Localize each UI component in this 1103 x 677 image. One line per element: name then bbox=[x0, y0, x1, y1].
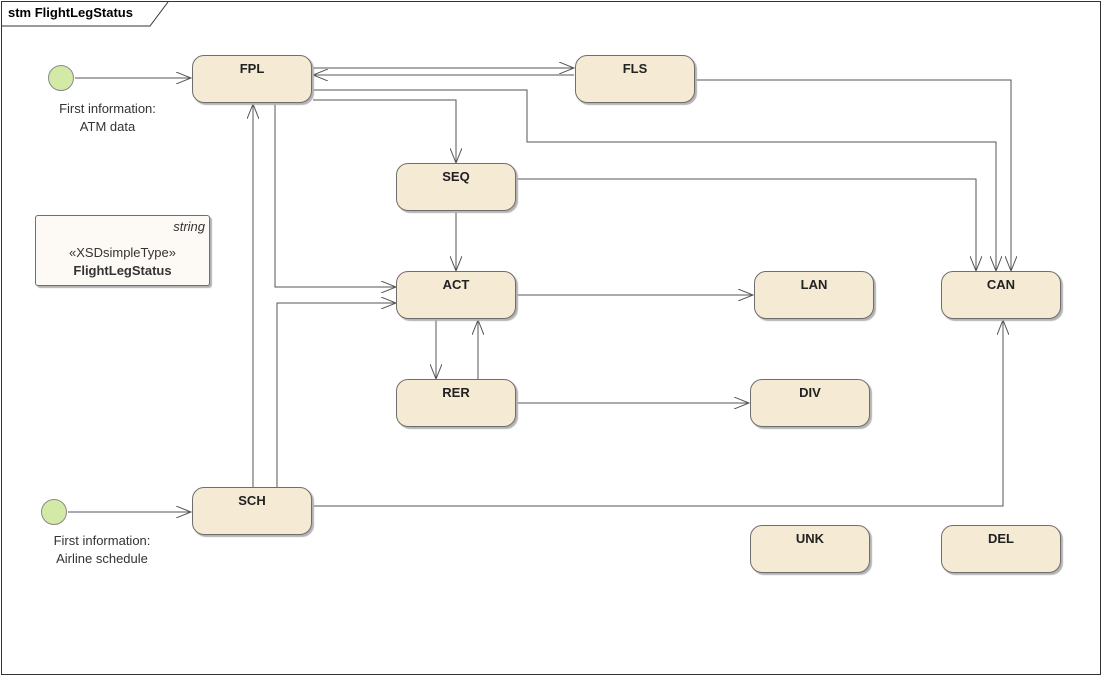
initial-caption-schedule-line2: Airline schedule bbox=[56, 551, 148, 566]
datatype-tag: string bbox=[173, 219, 205, 234]
transition-sch-can bbox=[312, 320, 1003, 507]
state-seq-label: SEQ bbox=[442, 169, 470, 184]
state-fpl-label: FPL bbox=[239, 61, 265, 76]
state-div-label: DIV bbox=[799, 385, 821, 400]
state-can-label: CAN bbox=[986, 277, 1016, 292]
state-unk-label: UNK bbox=[795, 531, 825, 546]
transition-fpl-seq bbox=[313, 99, 456, 163]
initial-caption-atm-line1: First information: bbox=[59, 101, 156, 116]
initial-caption-atm: First information: ATM data bbox=[45, 100, 170, 136]
state-sch-label: SCH bbox=[238, 493, 266, 508]
initial-caption-schedule: First information: Airline schedule bbox=[37, 532, 167, 568]
frame-title: stm FlightLegStatus bbox=[8, 5, 133, 20]
initial-node-schedule[interactable] bbox=[41, 499, 67, 525]
transition-fls-can bbox=[695, 79, 1011, 271]
state-rer[interactable]: RER bbox=[396, 379, 516, 427]
state-sch[interactable]: SCH bbox=[192, 487, 312, 535]
state-fpl[interactable]: FPL bbox=[192, 55, 312, 103]
state-lan-label: LAN bbox=[800, 277, 828, 292]
transition-seq-can bbox=[516, 178, 976, 271]
state-del[interactable]: DEL bbox=[941, 525, 1061, 573]
initial-caption-schedule-line1: First information: bbox=[53, 533, 151, 548]
state-del-label: DEL bbox=[988, 531, 1014, 546]
state-div[interactable]: DIV bbox=[750, 379, 870, 427]
datatype-name: FlightLegStatus bbox=[73, 263, 172, 278]
initial-node-atm[interactable] bbox=[48, 65, 74, 91]
state-act[interactable]: ACT bbox=[396, 271, 516, 319]
transition-fpl-act bbox=[274, 103, 396, 287]
initial-caption-atm-line2: ATM data bbox=[79, 119, 136, 134]
state-can[interactable]: CAN bbox=[941, 271, 1061, 319]
state-seq[interactable]: SEQ bbox=[396, 163, 516, 211]
datatype-stereotype: «XSDsimpleType» bbox=[69, 245, 176, 260]
state-lan[interactable]: LAN bbox=[754, 271, 874, 319]
datatype-flightlegstatus[interactable]: string «XSDsimpleType» FlightLegStatus bbox=[35, 215, 210, 286]
state-fls[interactable]: FLS bbox=[575, 55, 695, 103]
frame-tab-outline bbox=[1, 1, 169, 27]
state-rer-label: RER bbox=[442, 385, 470, 400]
transition-sch-act bbox=[276, 303, 396, 488]
state-fls-label: FLS bbox=[622, 61, 648, 76]
state-unk[interactable]: UNK bbox=[750, 525, 870, 573]
state-act-label: ACT bbox=[442, 277, 470, 292]
transition-fpl-can bbox=[313, 89, 996, 271]
